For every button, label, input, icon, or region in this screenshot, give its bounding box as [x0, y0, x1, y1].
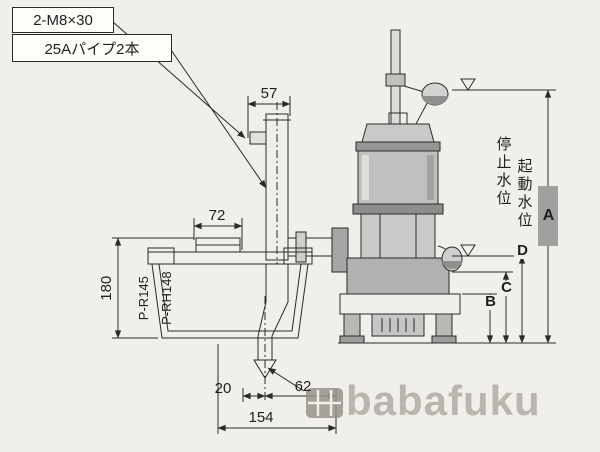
dim-57-label: 57: [260, 85, 278, 102]
pump-stand: [339, 293, 461, 315]
dim-20-label: 20: [214, 380, 232, 397]
discharge-piping: [288, 231, 332, 263]
start-water-level-label: 起動水位: [515, 158, 533, 230]
pump-casing: [346, 257, 450, 295]
dim-letter-b: B: [485, 293, 496, 310]
dim-180-label: 180: [97, 275, 115, 301]
dim-letter-c: C: [501, 279, 512, 296]
motor-housing: [357, 150, 439, 205]
riser-pipe: [249, 102, 291, 264]
discharge-flange: [331, 227, 349, 273]
start-level-symbol: [460, 244, 476, 257]
callout-bolt-label: 2-M8×30: [12, 7, 114, 33]
part-label-pr145: P-R145: [135, 276, 151, 321]
watermark-text: babafuku: [346, 377, 541, 424]
part-label-prh148: P-RH148: [158, 271, 174, 325]
dim-72-label: 72: [208, 207, 226, 224]
dimension-lines: [112, 89, 552, 434]
dim-154-label: 154: [248, 409, 274, 426]
a-dimension-highlight: [538, 186, 558, 246]
dim-letter-d: D: [517, 242, 528, 259]
callout-pipe-label: 25Aパイプ2本: [12, 34, 172, 62]
label-masks: [483, 244, 531, 310]
stop-water-level-label: 停止水位: [494, 136, 512, 208]
watermark-logo: [306, 388, 343, 418]
dim-letter-a: A: [542, 207, 555, 224]
lifting-handle: [388, 112, 408, 124]
pump: [331, 29, 463, 344]
dim-62-label: 62: [294, 378, 312, 395]
basin: [147, 237, 313, 400]
stop-level-symbol: [460, 78, 476, 91]
